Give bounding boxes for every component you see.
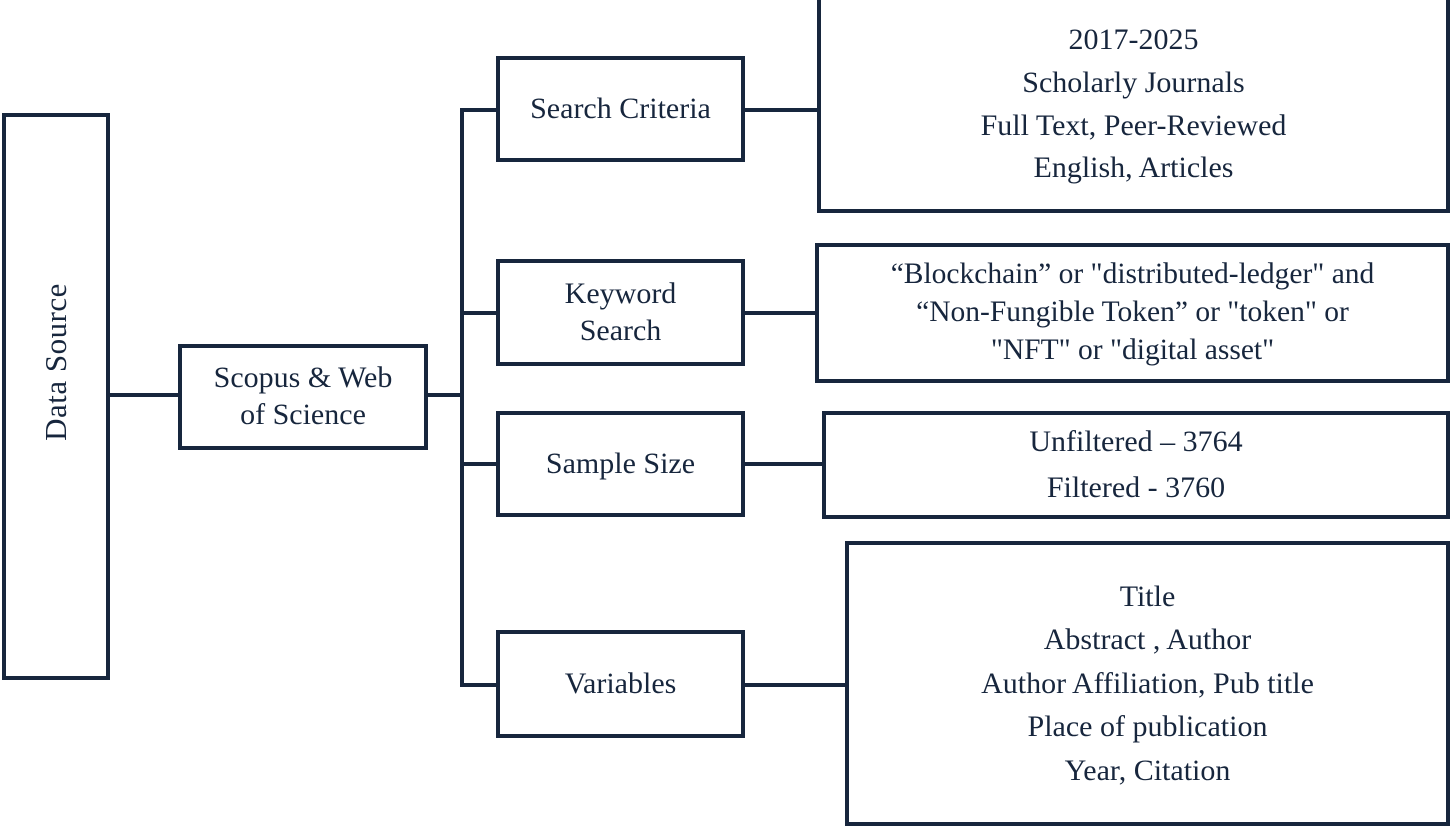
detail-node-keyword-search[interactable]: “Blockchain” or "distributed-ledger" and… (815, 243, 1450, 383)
detail-node-variables-text: Title Abstract , Author Author Affiliati… (849, 575, 1446, 793)
connector-trunk-to-search-criteria (460, 108, 500, 112)
category-node-search-criteria-label: Search Criteria (530, 91, 711, 125)
category-node-variables-label: Variables (564, 666, 677, 700)
detail-node-search-criteria[interactable]: 2017-2025 Scholarly Journals Full Text, … (817, 0, 1450, 213)
detail-node-sample-size-text: Unfiltered – 3764 Filtered - 3760 (826, 419, 1446, 512)
connector-trunk-to-keyword-search (460, 311, 500, 315)
category-node-search-criteria[interactable]: Search Criteria (496, 56, 745, 162)
detail-sample-size-line-1: Unfiltered – 3764 (1029, 424, 1243, 458)
detail-keyword-search-line-1: “Blockchain” or "distributed-ledger" and (890, 258, 1375, 291)
node-scopus-web-of-science[interactable]: Scopus & Web of Science (178, 344, 428, 450)
root-node-label: Data Source (38, 282, 74, 441)
detail-search-criteria-line-4: English, Articles (1033, 151, 1234, 185)
detail-search-criteria-line-3: Full Text, Peer-Reviewed (980, 108, 1287, 142)
connector-trunk-vertical (460, 110, 464, 687)
source-line-1: Scopus & Web (213, 361, 393, 395)
detail-keyword-search-line-3: "NFT" or "digital asset" (990, 333, 1275, 366)
detail-node-variables[interactable]: Title Abstract , Author Author Affiliati… (845, 541, 1450, 826)
detail-variables-line-2: Abstract , Author (1043, 623, 1252, 657)
connector-keyword-search-to-detail (743, 311, 819, 315)
connector-source-to-trunk (426, 393, 464, 397)
category-node-keyword-search[interactable]: Keyword Search (496, 259, 745, 366)
connector-variables-to-detail (743, 683, 849, 687)
detail-variables-line-4: Place of publication (1027, 710, 1268, 744)
detail-variables-line-3: Author Affiliation, Pub title (981, 666, 1314, 700)
category-node-sample-size[interactable]: Sample Size (496, 411, 745, 517)
source-line-2: of Science (240, 398, 366, 431)
category-node-sample-size-label: Sample Size (545, 446, 696, 480)
connector-trunk-to-sample-size (460, 462, 500, 466)
connector-trunk-to-variables (460, 683, 500, 687)
node-scopus-web-of-science-label: Scopus & Web of Science (182, 360, 424, 433)
detail-sample-size-line-2: Filtered - 3760 (1046, 471, 1226, 504)
detail-node-keyword-search-text: “Blockchain” or "distributed-ledger" and… (819, 256, 1446, 369)
connector-search-criteria-to-detail (743, 108, 821, 112)
category-node-variables[interactable]: Variables (496, 630, 745, 738)
connector-root-to-source (110, 393, 180, 397)
connector-sample-size-to-detail (743, 462, 826, 466)
detail-search-criteria-line-2: Scholarly Journals (1022, 65, 1245, 99)
detail-keyword-search-line-2: “Non-Fungible Token” or "token" or (916, 296, 1349, 329)
detail-node-search-criteria-text: 2017-2025 Scholarly Journals Full Text, … (821, 19, 1446, 189)
keyword-search-line-1: Keyword (564, 276, 677, 310)
keyword-search-line-2: Search (579, 313, 662, 347)
detail-variables-line-1: Title (1119, 579, 1176, 613)
detail-search-criteria-line-1: 2017-2025 (1068, 23, 1199, 57)
category-node-keyword-search-label: Keyword Search (500, 276, 741, 349)
detail-variables-line-5: Year, Citation (1064, 753, 1231, 787)
detail-node-sample-size[interactable]: Unfiltered – 3764 Filtered - 3760 (822, 411, 1450, 519)
root-node-data-source[interactable]: Data Source (2, 113, 110, 680)
